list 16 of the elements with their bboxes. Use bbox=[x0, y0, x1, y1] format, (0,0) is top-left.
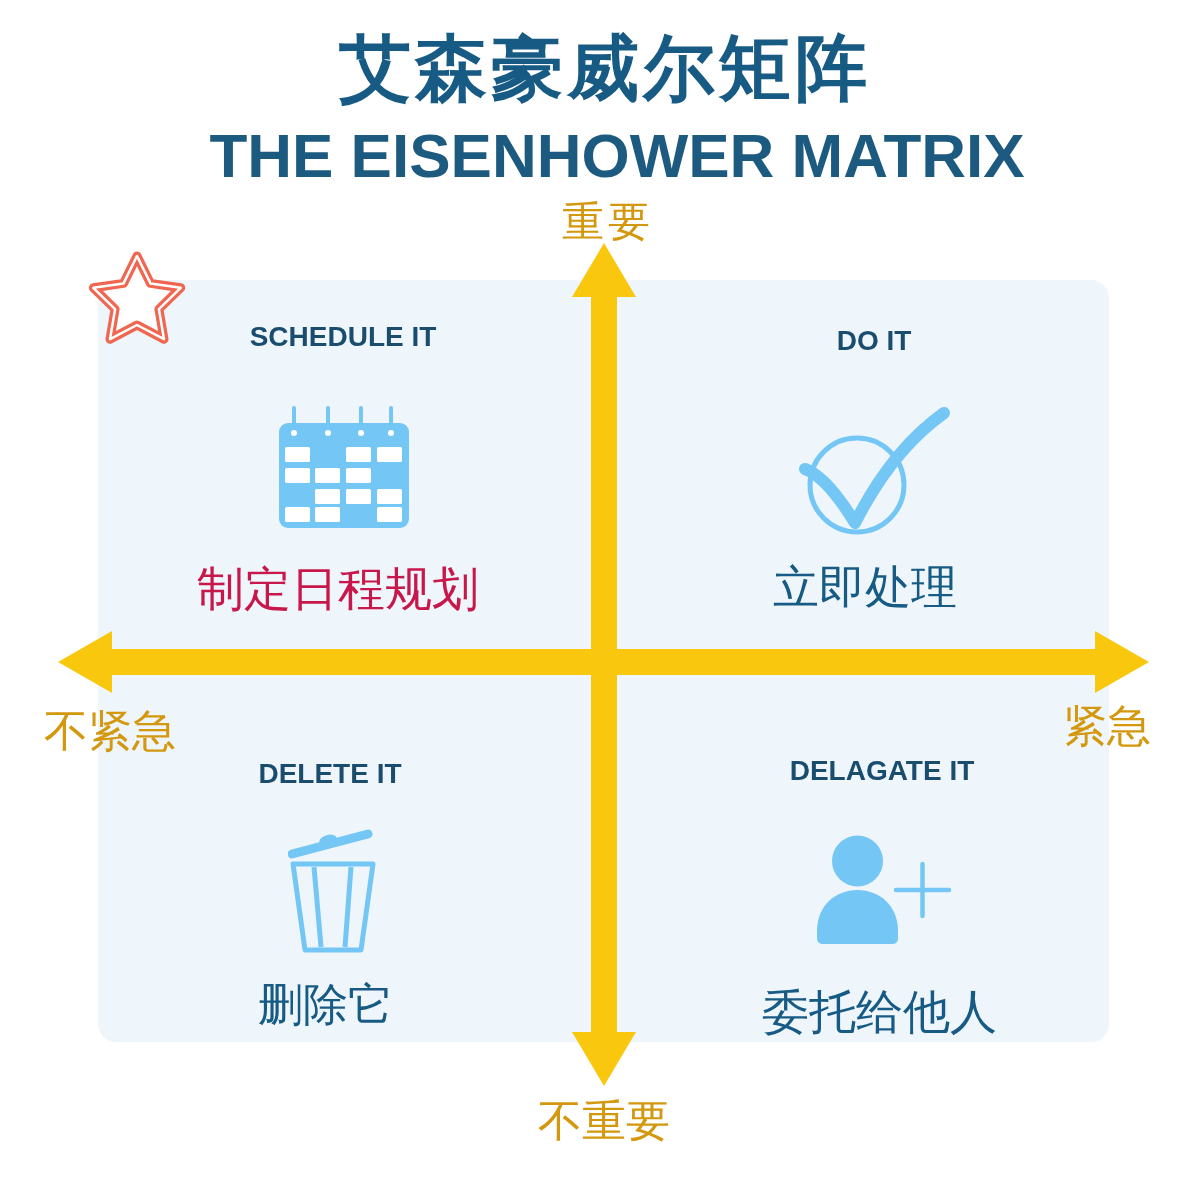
axis-label: 紧急 bbox=[1063, 704, 1151, 748]
axis-label: 不紧急 bbox=[44, 709, 176, 753]
title: 艾森豪威尔矩阵 bbox=[338, 32, 871, 104]
quadrant-label: 删除它 bbox=[257, 981, 393, 1027]
axis-label: 重要 bbox=[561, 201, 654, 243]
quadrant-label: 立即处理 bbox=[773, 564, 957, 610]
quadrant-heading: DELETE IT bbox=[258, 760, 402, 788]
axis-label: 不重要 bbox=[538, 1099, 670, 1143]
subtitle: THE EISENHOWER MATRIX bbox=[209, 125, 1025, 187]
quadrant-label: 制定日程规划 bbox=[197, 564, 479, 612]
quadrant-label: 委托给他人 bbox=[761, 987, 997, 1035]
quadrant-heading: DELAGATE IT bbox=[789, 757, 975, 785]
quadrant-panel bbox=[617, 675, 1109, 1042]
quadrant-heading: SCHEDULE IT bbox=[249, 323, 437, 351]
quadrant-heading: DO IT bbox=[836, 327, 912, 355]
quadrant-panel bbox=[617, 280, 1109, 649]
